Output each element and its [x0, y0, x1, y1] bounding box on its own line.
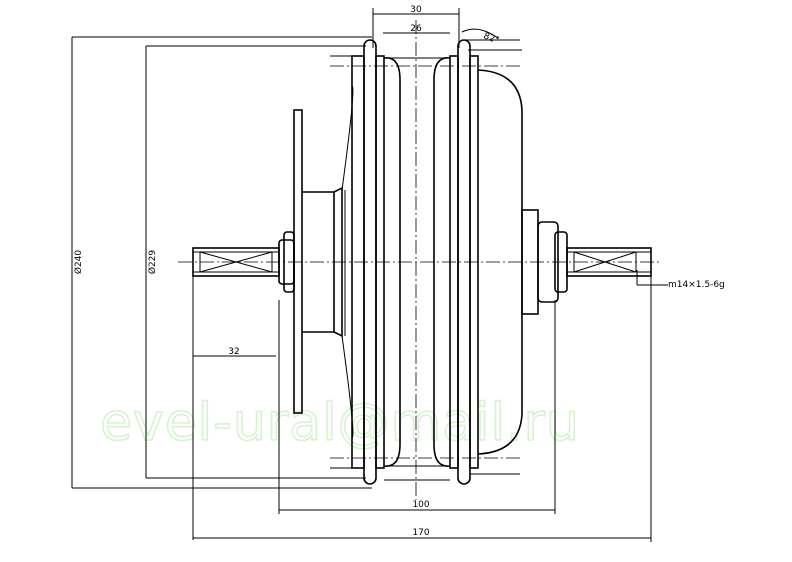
- dim-diameter-229: Ø229: [145, 45, 366, 479]
- dim-width-170: 170: [193, 248, 652, 542]
- rim-groove: [383, 57, 451, 481]
- dim-width-26: 26: [383, 24, 450, 34]
- dim-label-100: 100: [412, 500, 429, 510]
- dim-label-240: Ø240: [73, 250, 84, 275]
- dim-width-30: 30: [372, 5, 460, 48]
- dim-label-32: 32: [228, 347, 239, 357]
- dim-label-229: Ø229: [147, 250, 158, 275]
- right-bearing: [521, 209, 568, 315]
- dim-diameter-240: Ø240: [71, 36, 372, 489]
- dim-label-30: 30: [410, 5, 422, 15]
- right-shaft: [566, 247, 652, 277]
- dim-label-170: 170: [412, 528, 429, 538]
- dim-width-100: 100: [278, 300, 556, 514]
- dim-label-thread: m14×1.5-6g: [668, 280, 725, 290]
- dim-angle-82: 82°: [461, 28, 522, 51]
- dim-length-32: 32: [192, 248, 276, 540]
- watermark-text: evel-ural@mail.ru: [100, 393, 580, 453]
- dim-thread: m14×1.5-6g: [636, 270, 725, 290]
- dim-label-82: 82°: [482, 31, 500, 46]
- brake-disc: [293, 109, 303, 414]
- left-rim-flange: [351, 39, 385, 485]
